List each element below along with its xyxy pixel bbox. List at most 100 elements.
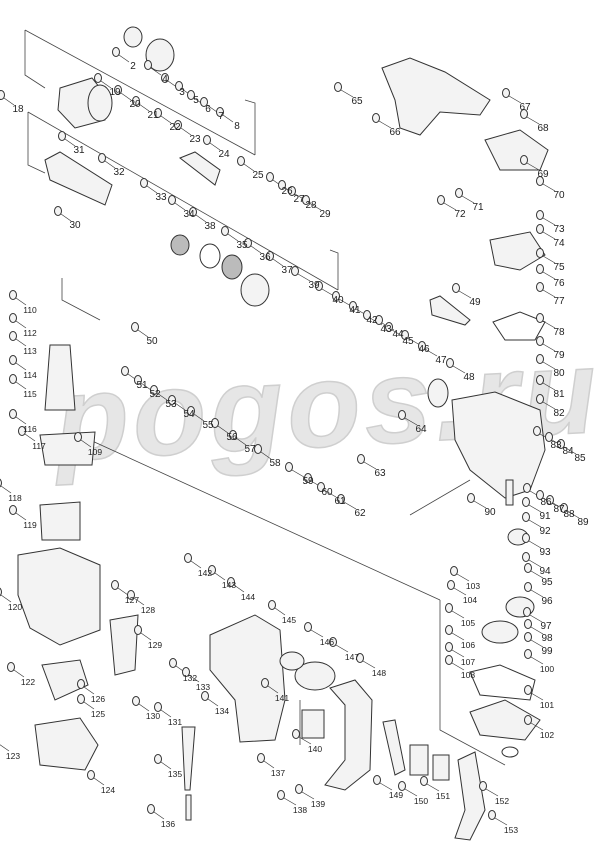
callout-part-73[interactable]: 73 [553, 224, 565, 235]
callout-part-57[interactable]: 57 [244, 444, 256, 455]
callout-part-65[interactable]: 65 [351, 96, 363, 107]
callout-part-76[interactable]: 76 [553, 278, 565, 289]
callout-part-46[interactable]: 46 [418, 344, 430, 355]
callout-part-47[interactable]: 47 [435, 355, 447, 366]
callout-part-94[interactable]: 94 [539, 566, 551, 577]
callout-part-61[interactable]: 61 [334, 496, 346, 507]
callout-part-87[interactable]: 87 [553, 504, 565, 515]
callout-part-72[interactable]: 72 [454, 209, 466, 220]
callout-part-123[interactable]: 123 [5, 750, 21, 761]
callout-part-113[interactable]: 113 [23, 345, 37, 356]
callout-part-114[interactable]: 114 [23, 369, 37, 380]
callout-part-26[interactable]: 26 [281, 186, 293, 197]
callout-part-98[interactable]: 98 [541, 633, 553, 644]
callout-part-78[interactable]: 78 [553, 327, 565, 338]
callout-part-36[interactable]: 36 [259, 252, 271, 263]
callout-part-142[interactable]: 142 [197, 567, 213, 578]
callout-part-27[interactable]: 27 [293, 194, 305, 205]
callout-part-84[interactable]: 84 [562, 446, 574, 457]
callout-part-24[interactable]: 24 [218, 149, 230, 160]
callout-part-35[interactable]: 35 [236, 240, 248, 251]
callout-part-134[interactable]: 134 [214, 705, 230, 716]
callout-part-107[interactable]: 107 [460, 656, 476, 667]
callout-part-147[interactable]: 147 [344, 651, 360, 662]
callout-part-125[interactable]: 125 [90, 708, 106, 719]
callout-part-6[interactable]: 6 [205, 104, 211, 115]
callout-part-120[interactable]: 120 [7, 601, 23, 612]
callout-part-25[interactable]: 25 [252, 170, 264, 181]
callout-part-136[interactable]: 136 [160, 818, 176, 829]
callout-part-43[interactable]: 43 [380, 324, 392, 335]
callout-part-145[interactable]: 145 [281, 614, 297, 625]
callout-part-56[interactable]: 56 [226, 432, 238, 443]
callout-part-143[interactable]: 143 [221, 579, 237, 590]
callout-part-63[interactable]: 63 [374, 468, 386, 479]
callout-part-48[interactable]: 48 [463, 372, 475, 383]
callout-part-42[interactable]: 42 [366, 315, 378, 326]
callout-part-32[interactable]: 32 [113, 167, 125, 178]
callout-part-71[interactable]: 71 [472, 202, 484, 213]
callout-part-2[interactable]: 2 [130, 61, 136, 72]
callout-part-64[interactable]: 64 [415, 424, 427, 435]
callout-part-106[interactable]: 106 [460, 639, 476, 650]
callout-part-30[interactable]: 30 [69, 220, 81, 231]
callout-part-77[interactable]: 77 [553, 296, 565, 307]
callout-part-86[interactable]: 86 [540, 497, 552, 508]
callout-part-38[interactable]: 38 [204, 221, 216, 232]
callout-part-119[interactable]: 119 [23, 519, 37, 530]
callout-part-104[interactable]: 104 [462, 594, 478, 605]
callout-part-130[interactable]: 130 [145, 710, 161, 721]
callout-part-100[interactable]: 100 [539, 663, 555, 674]
callout-part-92[interactable]: 92 [539, 526, 551, 537]
callout-part-34[interactable]: 34 [183, 209, 195, 220]
callout-part-139[interactable]: 139 [310, 798, 326, 809]
callout-part-81[interactable]: 81 [553, 389, 565, 400]
callout-part-153[interactable]: 153 [503, 824, 519, 835]
callout-part-137[interactable]: 137 [270, 767, 286, 778]
callout-part-59[interactable]: 59 [302, 476, 314, 487]
callout-part-146[interactable]: 146 [319, 636, 335, 647]
callout-part-133[interactable]: 133 [195, 681, 211, 692]
callout-part-19[interactable]: 19 [109, 87, 121, 98]
callout-part-7[interactable]: 7 [218, 111, 224, 122]
callout-part-74[interactable]: 74 [553, 238, 565, 249]
callout-part-58[interactable]: 58 [269, 458, 281, 469]
callout-part-67[interactable]: 67 [519, 102, 531, 113]
callout-part-40[interactable]: 40 [332, 295, 344, 306]
callout-part-138[interactable]: 138 [292, 804, 308, 815]
callout-part-70[interactable]: 70 [553, 190, 565, 201]
callout-part-112[interactable]: 112 [23, 327, 37, 338]
callout-part-21[interactable]: 21 [147, 110, 159, 121]
callout-part-4[interactable]: 4 [162, 74, 168, 85]
callout-part-75[interactable]: 75 [553, 262, 565, 273]
callout-part-60[interactable]: 60 [321, 487, 333, 498]
callout-part-126[interactable]: 126 [90, 693, 106, 704]
callout-part-116[interactable]: 116 [23, 423, 37, 434]
callout-part-118[interactable]: 118 [8, 492, 22, 503]
callout-part-96[interactable]: 96 [541, 596, 553, 607]
callout-part-93[interactable]: 93 [539, 547, 551, 558]
callout-part-110[interactable]: 110 [23, 304, 37, 315]
callout-part-122[interactable]: 122 [20, 676, 36, 687]
callout-part-127[interactable]: 127 [124, 594, 140, 605]
callout-part-54[interactable]: 54 [183, 409, 195, 420]
callout-part-129[interactable]: 129 [147, 639, 163, 650]
callout-part-5[interactable]: 5 [193, 95, 199, 106]
callout-part-39[interactable]: 39 [308, 280, 320, 291]
callout-part-144[interactable]: 144 [240, 591, 256, 602]
callout-part-66[interactable]: 66 [389, 127, 401, 138]
callout-part-44[interactable]: 44 [392, 329, 404, 340]
callout-part-141[interactable]: 141 [274, 692, 290, 703]
callout-part-22[interactable]: 22 [169, 122, 181, 133]
callout-part-91[interactable]: 91 [539, 511, 551, 522]
callout-part-88[interactable]: 88 [563, 509, 575, 520]
callout-part-132[interactable]: 132 [182, 672, 198, 683]
callout-part-124[interactable]: 124 [100, 784, 116, 795]
callout-part-128[interactable]: 128 [140, 604, 156, 615]
callout-part-90[interactable]: 90 [484, 507, 496, 518]
callout-part-55[interactable]: 55 [202, 420, 214, 431]
callout-part-50[interactable]: 50 [146, 336, 158, 347]
callout-part-115[interactable]: 115 [23, 388, 37, 399]
callout-part-117[interactable]: 117 [32, 440, 46, 451]
callout-part-49[interactable]: 49 [469, 297, 481, 308]
